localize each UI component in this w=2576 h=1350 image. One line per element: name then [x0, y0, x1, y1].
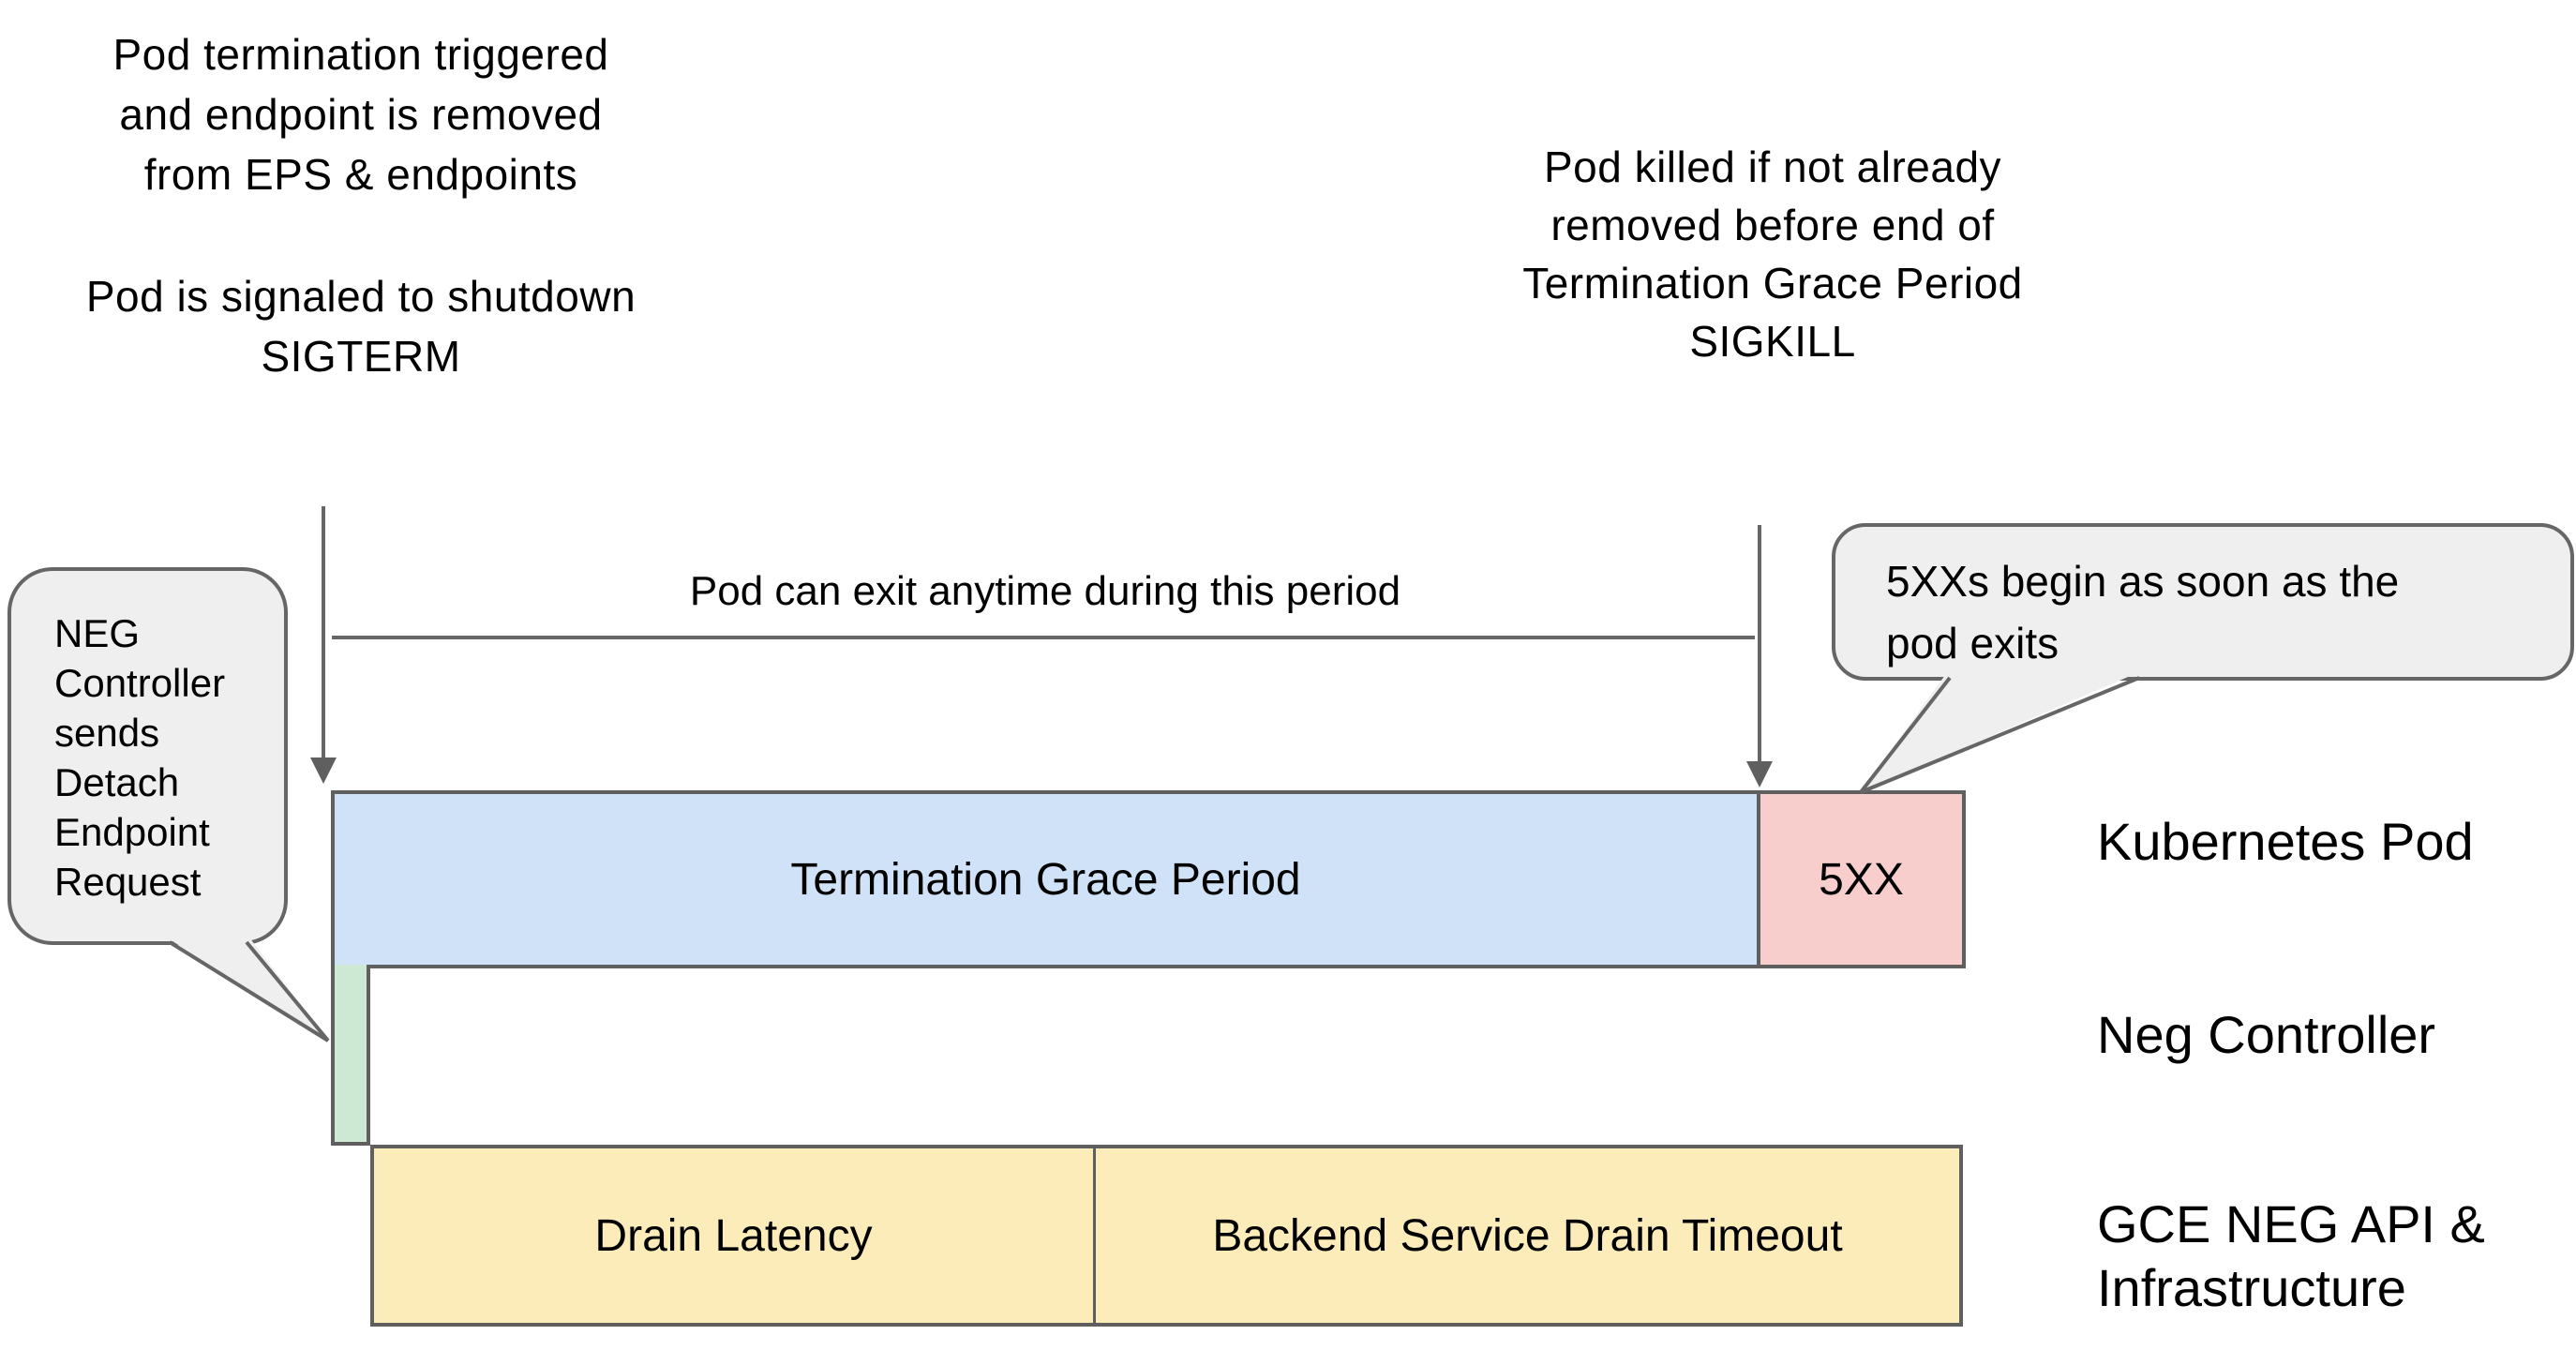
note-line: Pod is signaled to shutdown — [85, 272, 637, 321]
five-xx-bar: 5XX — [1760, 790, 1966, 968]
lane-neg-controller: Neg Controller — [2097, 1005, 2436, 1064]
note-line: SIGKILL — [1689, 317, 1856, 366]
note-line: Pod termination triggered — [112, 30, 609, 79]
bar-label: 5XX — [1819, 854, 1904, 905]
note-line: from EPS & endpoints — [143, 150, 578, 199]
lane-gce-neg-api: GCE NEG API & Infrastructure — [2097, 1192, 2485, 1320]
drain-latency-segment: Drain Latency — [374, 1148, 1096, 1323]
callout-line: 5XXs begin as soon as the — [1886, 557, 2400, 606]
neg-detach-callout: NEG Controller sends Detach Endpoint Req… — [7, 567, 288, 945]
callout-line: pod exits — [1886, 619, 2059, 668]
note-pod-signaled: Pod is signaled to shutdown SIGTERM — [37, 266, 684, 386]
lane-line: Infrastructure — [2097, 1258, 2406, 1317]
callout-line: sends — [54, 711, 160, 755]
lane-line: GCE NEG API & — [2097, 1194, 2485, 1253]
exit-period-label: Pod can exit anytime during this period — [689, 568, 1401, 614]
callout-line: NEG — [54, 611, 141, 655]
callout-line: Controller — [54, 661, 226, 705]
note-line: removed before end of — [1550, 201, 1995, 249]
lane-kubernetes-pod: Kubernetes Pod — [2097, 812, 2474, 871]
note-line: Pod killed if not already — [1543, 142, 2002, 191]
sigterm-arrow-icon — [310, 506, 337, 784]
note-line: and endpoint is removed — [119, 90, 603, 139]
bar-label: Drain Latency — [594, 1210, 873, 1261]
note-line: Termination Grace Period — [1522, 259, 2023, 308]
gce-drain-bar: Drain Latency Backend Service Drain Time… — [370, 1145, 1963, 1327]
bar-label: Backend Service Drain Timeout — [1212, 1210, 1843, 1261]
callout-line: Endpoint — [54, 810, 210, 854]
detach-request-bar — [331, 965, 370, 1146]
fivexx-callout: 5XXs begin as soon as the pod exits — [1832, 523, 2574, 681]
backend-drain-timeout-segment: Backend Service Drain Timeout — [1096, 1148, 1959, 1323]
neg-callout-tail — [167, 938, 330, 1042]
bar-label: Termination Grace Period — [790, 854, 1301, 905]
callout-line: Request — [54, 860, 202, 904]
note-line: SIGTERM — [261, 332, 461, 381]
fivexx-callout-tail — [1859, 671, 2141, 794]
termination-grace-period-bar: Termination Grace Period — [331, 790, 1760, 968]
note-pod-termination: Pod termination triggered and endpoint i… — [37, 24, 684, 204]
note-pod-killed: Pod killed if not already removed before… — [1445, 138, 2101, 370]
callout-line: Detach — [54, 760, 180, 804]
sigkill-arrow-icon — [1746, 525, 1773, 788]
